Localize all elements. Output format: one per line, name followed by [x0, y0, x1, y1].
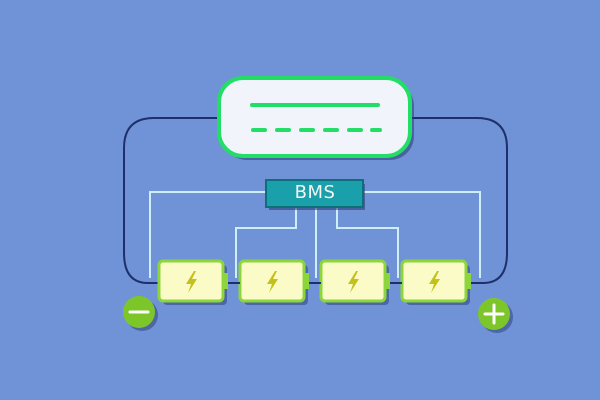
sense-wire-right [363, 191, 481, 278]
battery-cell [157, 259, 228, 305]
lightning-bolt-icon [267, 271, 278, 293]
lightning-bolt-icon [348, 271, 359, 293]
battery-cell [400, 259, 471, 305]
display-panel [217, 76, 414, 160]
sense-wire-mid-right [336, 206, 399, 278]
sense-wires [149, 191, 481, 278]
battery-pack [157, 259, 471, 305]
lightning-bolt-icon [429, 271, 440, 293]
bms-module [265, 179, 365, 210]
lightning-bolt-icon [186, 271, 197, 293]
battery-cell [238, 259, 309, 305]
negative-terminal [123, 296, 158, 331]
outer-loop-wire [123, 117, 508, 284]
battery-cell [319, 259, 390, 305]
sense-wire-mid-left [235, 206, 297, 278]
positive-terminal [478, 298, 513, 333]
plus-icon [483, 303, 505, 325]
sense-wire-left [149, 191, 268, 278]
